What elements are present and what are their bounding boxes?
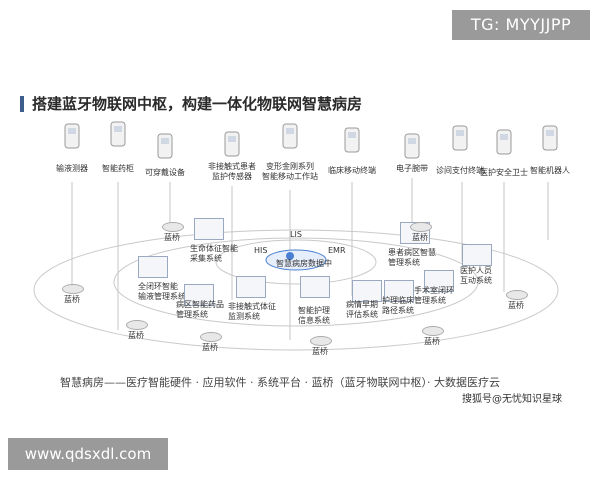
inner-ring [215, 239, 377, 285]
robot-icon [540, 124, 560, 154]
source-credit: 搜狐号@无忧知识星球 [462, 394, 562, 405]
system-screen [384, 280, 414, 302]
emr-label: EMR [328, 246, 346, 255]
bridge-label: 蓝桥 [312, 347, 328, 356]
payment-terminal-icon [450, 124, 470, 154]
bridge-node-icon [422, 326, 444, 336]
wearable-device-icon [155, 132, 175, 162]
device-label: 临床移动终端 [328, 166, 376, 175]
bridge-node-icon [162, 222, 184, 232]
bridge-label: 蓝桥 [412, 233, 428, 242]
safety-guard-icon [494, 128, 514, 158]
infusion-monitor-icon [62, 122, 82, 152]
device-label: 电子腕带 [396, 164, 428, 173]
device-label: 医护安全卫士 [480, 168, 528, 177]
core-cloud [265, 249, 327, 271]
device-label: 智能药柜 [102, 164, 134, 173]
system-screen [138, 256, 168, 278]
device-label: 非接触式患者 监护传感器 [208, 162, 256, 181]
bridge-node-icon [410, 222, 432, 232]
outer-ring [33, 229, 559, 351]
system-label: 医护人员 互动系统 [460, 266, 492, 285]
system-screen [236, 276, 266, 298]
system-screen [352, 280, 382, 302]
bridge-node-icon [200, 332, 222, 342]
page-title: 搭建蓝牙物联网中枢，构建一体化物联网智慧病房 [32, 95, 363, 113]
his-label: HIS [254, 246, 268, 255]
bridge-node-icon [126, 320, 148, 330]
bridge-node-icon [506, 290, 528, 300]
core-center-label: 智慧病房数据中 [276, 259, 332, 268]
bridge-label: 蓝桥 [128, 331, 144, 340]
middle-ring [113, 237, 479, 327]
bridge-label: 蓝桥 [164, 233, 180, 242]
system-label: 护理临床 路径系统 [382, 296, 414, 315]
system-screen [300, 276, 330, 298]
system-label: 患者病区智慧 管理系统 [388, 248, 436, 267]
system-label: 非接触式体征 监测系统 [228, 302, 276, 321]
system-label: 智能护理 信息系统 [298, 306, 330, 325]
lis-label: LIS [290, 230, 302, 239]
system-label: 病情早期 评估系统 [346, 300, 378, 319]
medicine-cabinet-icon [108, 120, 128, 150]
mobile-workstation-icon [280, 122, 300, 152]
telegram-badge: TG: MYYJJPP [452, 10, 590, 40]
device-label: 可穿戴设备 [145, 168, 185, 177]
device-label: 变形金刚系列 智能移动工作站 [262, 162, 318, 181]
site-watermark: www.qdsxdl.com [8, 438, 168, 470]
bridge-label: 蓝桥 [424, 337, 440, 346]
caption: 智慧病房——医疗智能硬件 · 应用软件 · 系统平台 · 蓝桥（蓝牙物联网中枢）… [60, 376, 500, 389]
system-screen [462, 244, 492, 266]
system-label: 手术室闭环 管理系统 [414, 286, 454, 305]
contactless-sensor-icon [222, 130, 242, 160]
device-links [71, 178, 549, 340]
bridge-label: 蓝桥 [202, 343, 218, 352]
bridge-node-icon [62, 284, 84, 294]
bridge-label: 蓝桥 [508, 301, 524, 310]
wristband-icon [402, 132, 422, 162]
system-screen [424, 270, 454, 292]
bridge-label: 蓝桥 [64, 295, 80, 304]
system-label: 全闭环智能 输液管理系统 [138, 282, 186, 301]
title-accent-bar [20, 96, 24, 112]
mobile-terminal-icon [342, 126, 362, 156]
device-label: 输液测器 [56, 164, 88, 173]
bridge-node-icon [310, 336, 332, 346]
system-label: 生命体征智能 采集系统 [190, 244, 238, 263]
system-label: 病区智能药品 管理系统 [176, 300, 224, 319]
system-screen [194, 218, 224, 240]
system-screen [184, 284, 214, 306]
device-label: 诊间支付终端 [436, 166, 484, 175]
device-label: 智能机器人 [530, 166, 570, 175]
